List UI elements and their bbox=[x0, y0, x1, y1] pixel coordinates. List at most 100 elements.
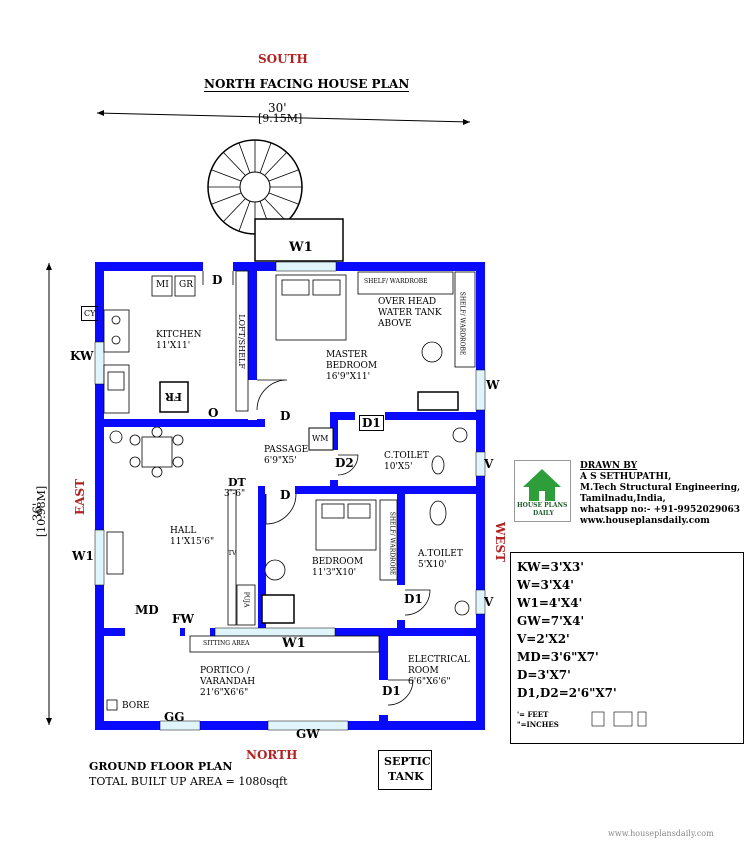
hall-size: 11'X15'6" bbox=[170, 537, 215, 547]
gw-label: GW bbox=[296, 727, 320, 741]
logo-line1: HOUSE PLANS bbox=[517, 502, 568, 509]
overhead-tank-label: OVER HEAD WATER TANK ABOVE bbox=[378, 297, 442, 330]
dt-size-label: 3'-6" bbox=[224, 489, 246, 499]
depth-dim-m: [10.98M] bbox=[35, 485, 49, 538]
d1-ctoilet-label: D1 bbox=[359, 415, 384, 431]
hall-label: HALL 11'X15'6" bbox=[170, 526, 214, 548]
ground-floor-plan-title: GROUND FLOOR PLAN bbox=[89, 760, 233, 773]
dt-label: DT bbox=[228, 476, 246, 489]
credit-degree: M.Tech Structural Engineering, bbox=[580, 483, 741, 493]
electrical-room-label: ELECTRICAL ROOM 6'6"X6'6" bbox=[408, 655, 470, 688]
electrical-name2: ROOM bbox=[408, 666, 439, 676]
puja-label: PUJA bbox=[242, 591, 250, 608]
ctoilet-size: 10'X5' bbox=[384, 462, 413, 472]
overhead-tank-line3: ABOVE bbox=[378, 319, 412, 329]
legend-d: D=3'X7' bbox=[517, 668, 571, 682]
logo-line2: DAILY bbox=[533, 510, 554, 517]
fw-label: FW bbox=[172, 612, 194, 626]
master-bedroom-label: MASTER BEDROOM 16'9"X11' bbox=[326, 350, 377, 383]
master-bedroom-furniture bbox=[275, 271, 476, 475]
legend-kw: KW=3'X3' bbox=[517, 560, 584, 574]
d-master-label: D bbox=[280, 409, 291, 423]
legend-w: W=3'X4' bbox=[517, 578, 574, 592]
kitchen-size: 11'X11' bbox=[156, 341, 191, 351]
passage-label: PASSAGE 6'9"X5' bbox=[264, 445, 308, 467]
loft-shelf-label: LOFT/SHELF bbox=[236, 314, 246, 369]
width-dim-ft: 30' bbox=[268, 101, 287, 115]
v2-label: V bbox=[484, 595, 494, 609]
watermark-url: www.houseplansdaily.com bbox=[608, 829, 714, 838]
atoilet-label: A.TOILET 5'X10' bbox=[418, 549, 463, 571]
bedroom-name: BEDROOM bbox=[312, 557, 364, 567]
d-kitchen-label: D bbox=[212, 273, 223, 287]
cy-label: CY bbox=[81, 306, 99, 321]
mi-label: MI bbox=[156, 280, 169, 290]
sitting-area-label: SITTING AREA bbox=[203, 640, 250, 647]
bedroom-furniture bbox=[261, 499, 470, 624]
w1-bottom-label: W1 bbox=[282, 636, 306, 651]
credit-website: www.houseplansdaily.com bbox=[580, 516, 710, 526]
house-logo-icon bbox=[523, 469, 561, 501]
gr-label: GR bbox=[179, 280, 193, 290]
legend-v: V=2'X2' bbox=[517, 632, 570, 646]
o-label: O bbox=[208, 406, 219, 420]
portico-fixtures bbox=[106, 635, 380, 711]
kw-label: KW bbox=[70, 349, 94, 363]
master-bedroom-name2: BEDROOM bbox=[326, 361, 378, 371]
drawn-by-heading: DRAWN BY bbox=[580, 461, 638, 471]
logo: HOUSE PLANS DAILY bbox=[514, 460, 571, 522]
electrical-size: 6'6"X6'6" bbox=[408, 677, 451, 687]
w-right-label: W bbox=[486, 378, 500, 392]
passage-name: PASSAGE bbox=[264, 445, 309, 455]
hall-furniture bbox=[106, 426, 256, 626]
bedroom-size: 11'3"X10' bbox=[312, 568, 357, 578]
d2-label: D2 bbox=[335, 456, 354, 470]
md-label: MD bbox=[135, 603, 159, 617]
shelf-wardrobe-bedroom-label: SHELF/ WARDROBE bbox=[388, 511, 396, 576]
d1-atoilet-label: D1 bbox=[404, 592, 423, 606]
north-label: NORTH bbox=[246, 748, 298, 762]
west-label: WEST bbox=[493, 521, 508, 563]
electrical-name: ELECTRICAL bbox=[408, 655, 470, 665]
master-bedroom-name: MASTER bbox=[326, 350, 368, 360]
door-swings bbox=[202, 271, 431, 706]
shelf-wardrobe-top-label: SHELF/ WARDROBE bbox=[364, 278, 428, 285]
hall-name: HALL bbox=[170, 526, 197, 536]
legend-inches-note: "=INCHES bbox=[517, 720, 559, 729]
shelf-wardrobe-right-label: SHELF/ WARDROBE bbox=[458, 291, 466, 356]
gg-label: GG bbox=[164, 710, 185, 724]
windows bbox=[94, 261, 486, 731]
bore-label: BORE bbox=[122, 701, 150, 711]
tv-label: TV bbox=[228, 550, 237, 557]
portico-name2: VARANDAH bbox=[200, 677, 256, 687]
overhead-tank-line2: WATER TANK bbox=[378, 308, 442, 318]
atoilet-size: 5'X10' bbox=[418, 560, 447, 570]
portico-name: PORTICO / bbox=[200, 666, 250, 676]
built-up-area: TOTAL BUILT UP AREA = 1080sqft bbox=[89, 775, 288, 788]
credit-location: Tamilnadu,India, bbox=[580, 494, 666, 504]
width-dim-m: [9.15M] bbox=[258, 112, 303, 125]
atoilet-name: A.TOILET bbox=[418, 549, 463, 559]
d-bedroom-label: D bbox=[280, 488, 291, 502]
kitchen-label: KITCHEN 11'X11' bbox=[156, 330, 201, 352]
east-label: EAST bbox=[73, 478, 88, 516]
kitchen-name: KITCHEN bbox=[156, 330, 202, 340]
ctoilet-name: C.TOILET bbox=[384, 451, 429, 461]
w1-hall-label: W1 bbox=[72, 549, 94, 563]
portico-size: 21'6"X6'6" bbox=[200, 688, 249, 698]
ctoilet-label: C.TOILET 10'X5' bbox=[384, 451, 429, 473]
legend-feet-note: '= FEET bbox=[517, 710, 549, 719]
kitchen-fixtures bbox=[103, 270, 249, 414]
legend-md: MD=3'6"X7' bbox=[517, 650, 599, 664]
spiral-staircase bbox=[207, 139, 344, 262]
legend-gw: GW=7'X4' bbox=[517, 614, 585, 628]
bedroom-label: BEDROOM 11'3"X10' bbox=[312, 557, 363, 579]
legend-d1d2: D1,D2=2'6"X7' bbox=[517, 686, 617, 700]
plan-title: NORTH FACING HOUSE PLAN bbox=[204, 77, 410, 92]
d1-electrical-label: D1 bbox=[382, 684, 401, 698]
credit-whatsapp: whatsapp no:- +91-9952029063 bbox=[580, 505, 741, 515]
legend-w1: W1=4'X4' bbox=[517, 596, 583, 610]
master-bedroom-size: 16'9"X11' bbox=[326, 372, 371, 382]
septic-line1: SEPTIC bbox=[384, 755, 431, 768]
fr-label: FR bbox=[165, 390, 182, 403]
